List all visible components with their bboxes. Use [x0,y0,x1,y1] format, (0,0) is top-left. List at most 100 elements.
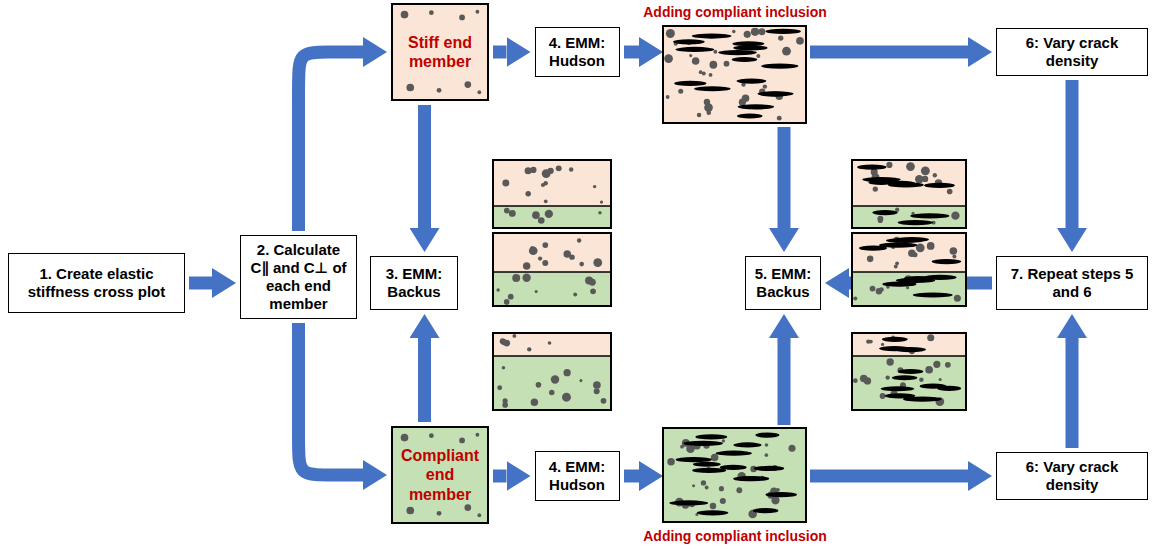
crack-inclusion [733,45,767,50]
crack-inclusion [913,292,953,297]
crack-inclusion [885,393,916,398]
grain-dot [464,81,471,88]
grain-dot [860,375,868,383]
grain-dot [577,238,581,242]
layer-boundary [493,271,611,273]
grain-dot [933,361,940,368]
flow-arrow [299,323,364,475]
grain-dot [876,288,882,294]
crack-inclusion [720,465,747,470]
crack-inclusion [732,57,758,62]
flow-arrow [418,105,431,228]
annotation-label: Adding compliant inclusion [643,528,827,545]
crack-inclusion [898,369,923,374]
grain-dot [502,179,509,186]
grain-dot [563,369,570,376]
crack-inclusion [758,91,794,96]
crack-inclusion [895,237,929,242]
grain-dot [429,433,434,438]
grain-dot [906,162,915,171]
crack-inclusion [937,386,961,391]
grain-dot [886,162,892,168]
compliant-layer [493,206,611,228]
grain-dot [853,297,857,301]
crack-inclusion [896,278,935,283]
grain-dot [598,211,601,214]
grain-dot [707,110,711,114]
grain-dot [705,486,709,490]
crack-inclusion [676,47,715,52]
grain-dot [563,250,570,257]
grain-dot [512,334,516,338]
grain-dot [736,487,742,493]
grain-dot [664,54,673,63]
layered-panel-outline [493,233,611,306]
grain-dot [869,340,873,344]
grain-dot [925,366,933,374]
grain-dot [719,486,724,491]
flow-arrow [493,470,507,483]
box-text: 6: Vary crack density [1002,34,1142,70]
grain-dot [579,379,582,382]
grain-dot [915,175,923,183]
crack-inclusion [694,86,731,91]
flow-arrow [189,277,212,290]
grain-dot [502,402,508,408]
grain-dot [556,165,562,171]
cracked-rock-block [663,428,806,522]
grain-dot [788,445,795,452]
stiff-layer [852,333,966,356]
grain-dot [778,35,783,40]
crack-inclusion [718,50,757,55]
crack-inclusion [862,177,900,182]
grain-dot [886,358,893,365]
compliant-layer [852,206,966,228]
layer-boundary [493,205,611,207]
grain-dot [756,54,760,58]
grain-dot [525,191,530,196]
grain-dot [701,480,706,485]
grain-dot [401,11,409,19]
flow-arrow [1066,80,1079,228]
stiff-layer [852,160,966,206]
grain-dot [885,375,889,379]
grain-dot [916,243,925,252]
process-box: 1. Create elastic stiffness cross plot [8,253,185,313]
grain-dot [593,381,601,389]
grain-dot [666,95,670,99]
grain-dot [464,504,471,511]
crack-inclusion [765,492,797,497]
rock-illustrations [493,26,966,522]
box-text: 3. EMM: Backus [376,265,452,301]
compliant-layer [493,356,611,410]
grain-dot [544,199,548,203]
grain-dot [950,247,958,255]
flow-arrow [299,52,364,231]
crack-inclusion [924,183,955,188]
grain-dot [777,116,782,121]
block-outline [663,26,806,123]
grain-dot [548,341,552,345]
grain-dot [881,343,884,346]
crack-inclusion [673,39,705,44]
layer-boundary [852,355,966,357]
crack-inclusion [859,246,887,251]
crack-inclusion [892,375,917,380]
grain-dot [531,398,538,405]
box-text: 7. Repeat steps 5 and 6 [1002,265,1142,301]
flow-arrow [810,46,968,59]
grain-dot [666,29,675,38]
grain-dot [536,382,542,388]
grain-dot [531,246,534,249]
grain-dot [509,210,516,217]
compliant-layer [493,272,611,306]
grain-dot [692,57,700,65]
stiff-layer [493,160,611,206]
crack-inclusion [697,510,729,515]
grain-dot [496,288,499,291]
grain-dot [475,433,479,437]
grain-dot [594,388,600,394]
cracked-rock-block [663,26,806,123]
crack-inclusion [881,386,914,391]
